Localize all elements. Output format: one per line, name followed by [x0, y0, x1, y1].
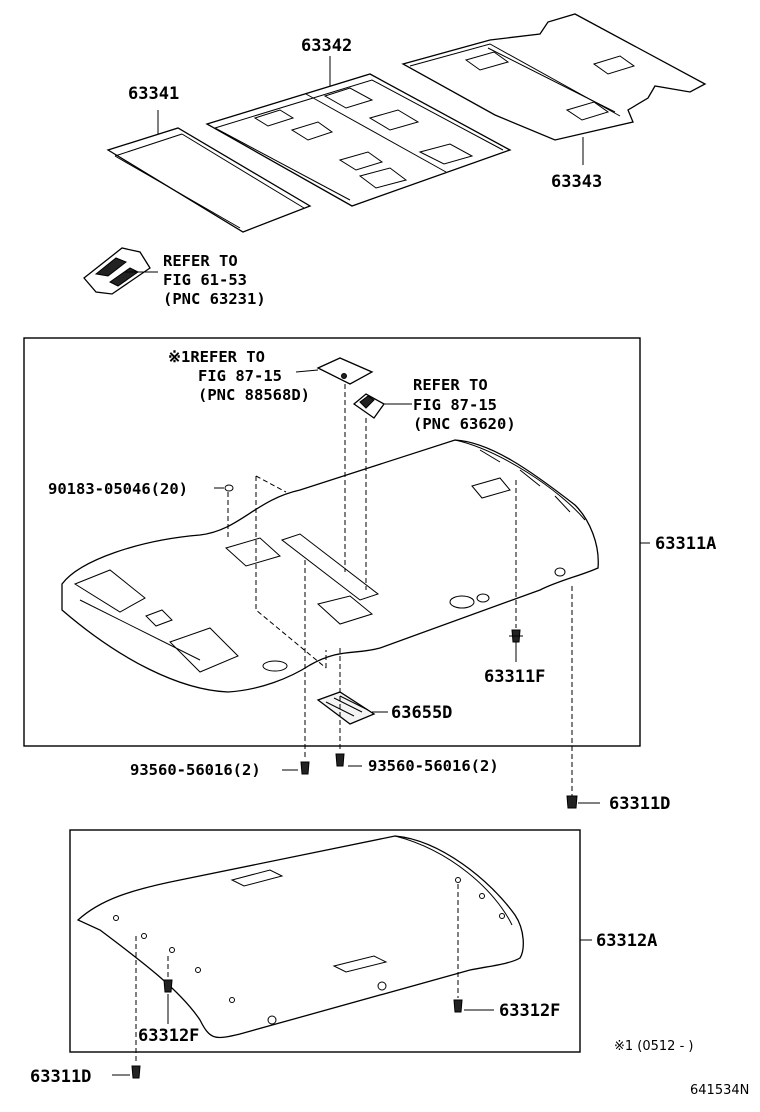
label-63311F: 63311F: [484, 667, 545, 687]
label-refer-b-1: ※1REFER TO: [168, 348, 265, 366]
label-refer-a-1: REFER TO: [163, 252, 238, 270]
label-refer-a-3: (PNC 63231): [163, 290, 266, 308]
screw-93560-right: [335, 648, 362, 767]
label-63655D: 63655D: [391, 703, 452, 723]
clip-63312F-left: [163, 956, 173, 1024]
dash-box-left: [255, 476, 327, 669]
label-63341: 63341: [128, 84, 179, 104]
clip-63311D-bottom: [112, 936, 141, 1079]
label-refer-a-2: FIG 61-53: [163, 271, 247, 289]
headliner-63311A: [61, 439, 599, 693]
clip-part-63620: [352, 393, 412, 590]
label-93560-right: 93560-56016(2): [368, 757, 499, 775]
frame-63312A: [69, 829, 581, 1053]
screw-93560-left: [282, 560, 310, 775]
note-text: ※1 (0512 - ): [614, 1039, 693, 1054]
label-refer-b-3: (PNC 88568D): [198, 386, 310, 404]
label-refer-c-1: REFER TO: [413, 376, 488, 394]
pad-63342: [205, 73, 512, 207]
label-63311D-top: 63311D: [609, 794, 670, 814]
diagram-id: 641534N: [690, 1083, 749, 1098]
pad-63341: [106, 127, 312, 233]
label-63342: 63342: [301, 36, 352, 56]
clip-63311D-top: [566, 586, 600, 809]
label-63312A: 63312A: [596, 931, 657, 951]
bracket-part-63231: [83, 247, 158, 295]
label-refer-b-2: FIG 87-15: [198, 367, 282, 385]
label-63343: 63343: [551, 172, 602, 192]
frame-63311A: [23, 337, 641, 747]
label-refer-c-3: (PNC 63620): [413, 415, 516, 433]
label-90183: 90183-05046(20): [48, 480, 188, 498]
label-63311A: 63311A: [655, 534, 716, 554]
dash-box-top: [255, 475, 287, 493]
headliner-63312A: [76, 835, 524, 1039]
clip-90183: [224, 484, 234, 492]
label-refer-c-2: FIG 87-15: [413, 396, 497, 414]
clip-63311F: [509, 480, 523, 662]
clip-63312F-right: [453, 884, 494, 1013]
pad-63343: [401, 13, 707, 141]
label-63312F-right: 63312F: [499, 1001, 560, 1021]
part-63655D: [316, 691, 388, 725]
label-63312F-left: 63312F: [138, 1026, 199, 1046]
label-93560-left: 93560-56016(2): [130, 761, 261, 779]
label-63311D-bottom: 63311D: [30, 1067, 91, 1087]
lamp-part-88568D: [295, 357, 374, 572]
